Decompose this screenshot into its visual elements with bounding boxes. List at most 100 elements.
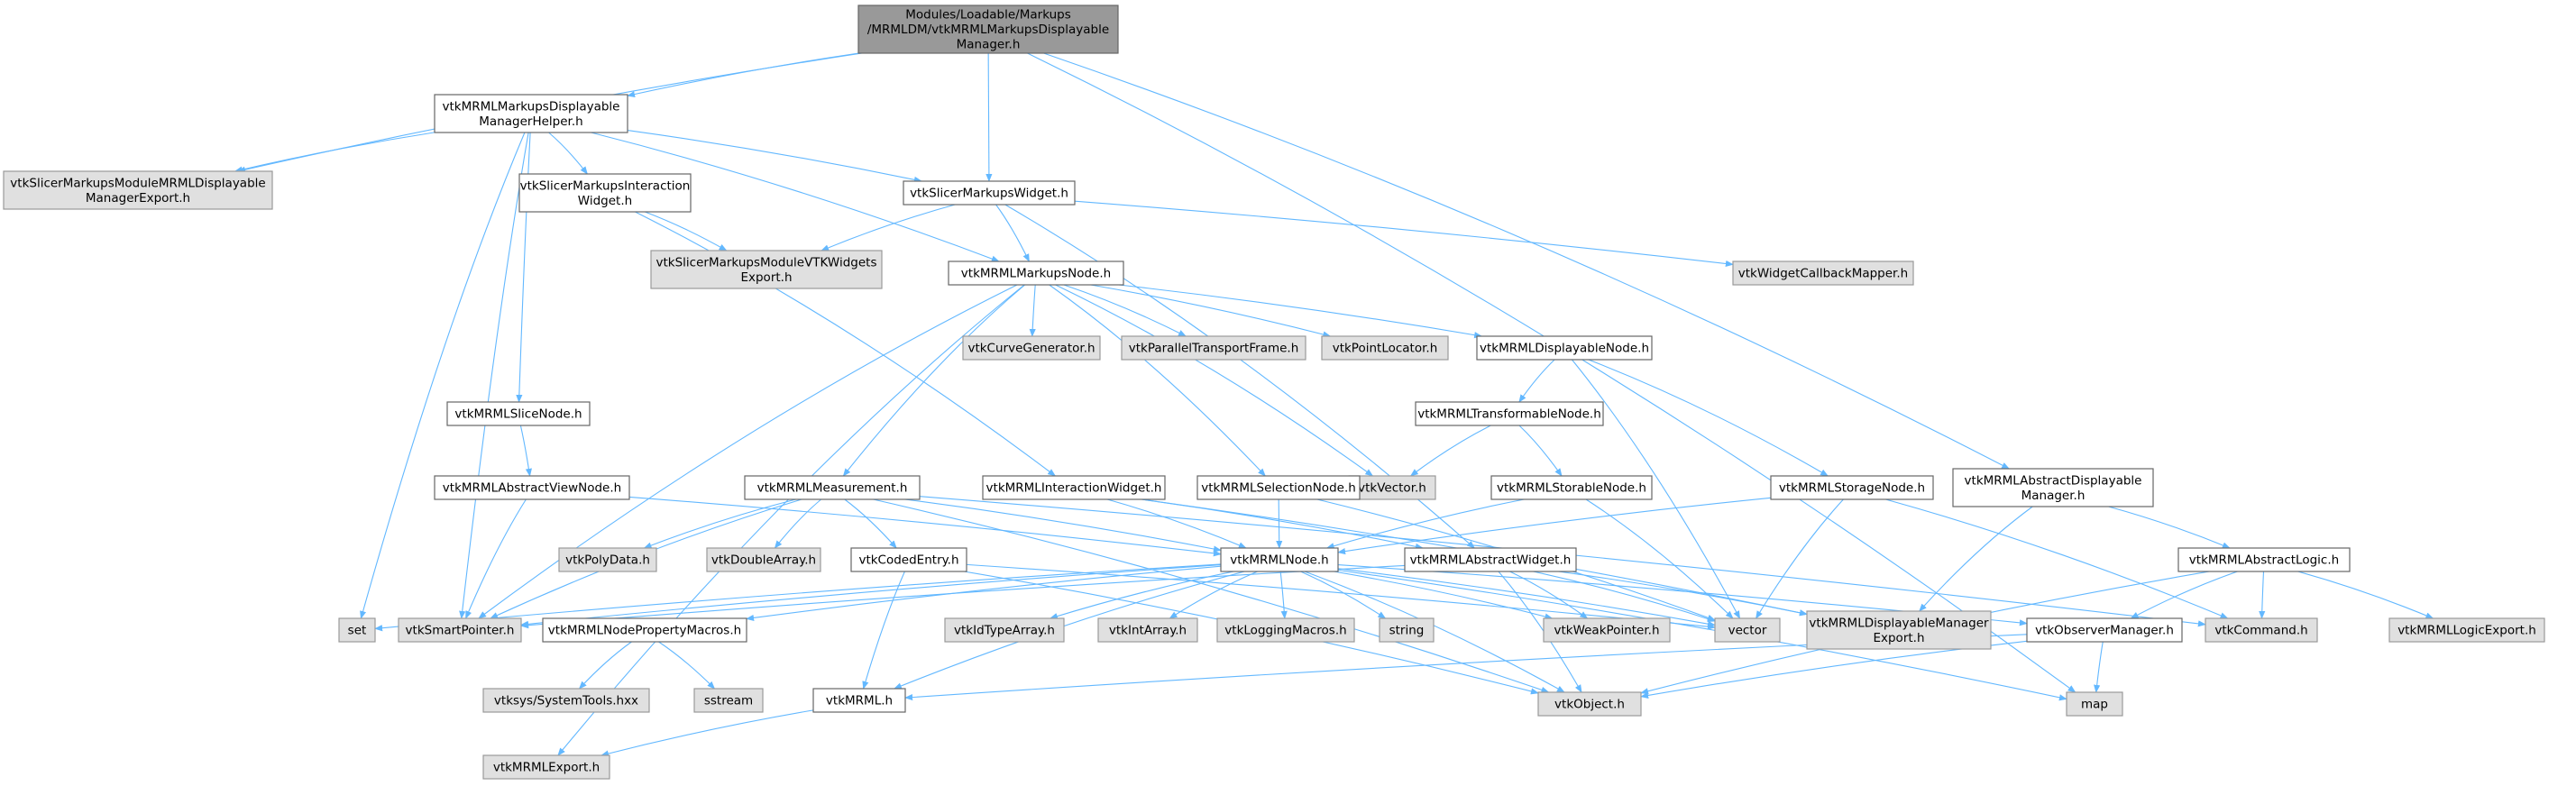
node-label: vtkCodedEntry.h [858,553,958,568]
edge-displayable-node-to-storage-node [1588,359,1829,477]
edge-abstract-widget-to-dm-export [1558,571,1808,617]
node-box [1415,401,1604,426]
node-label: vtkMRMLSliceNode.h [454,407,582,422]
node-box [2388,617,2545,643]
edge-transformable-node-to-vtk-vector [1409,425,1491,477]
edge-measurement-to-mrml-node [904,498,1222,553]
node-label: vtkWeakPointer.h [1554,624,1659,638]
node-set: set [338,617,376,643]
edge-root-to-helper [627,52,859,98]
node-selection-node[interactable]: vtkMRMLSelectionNode.h [1196,475,1361,500]
node-label: Modules/Loadable/Markups [905,8,1071,23]
edge-helper-to-smm-export [234,132,435,173]
node-slice-node[interactable]: vtkMRMLSliceNode.h [446,401,591,426]
edge-coded-entry-to-vector [966,563,1716,630]
edge-mrml-node-to-logging-macros [1279,571,1288,619]
edge-node-property-macros-to-system-tools [578,641,632,690]
node-mrml-node[interactable]: vtkMRMLNode.h [1220,547,1339,572]
node-system-tools: vtksys/SystemTools.hxx [482,688,650,713]
edge-markups-node-to-vtk-vector [1055,284,1374,477]
node-box [2205,617,2318,643]
node-label: Export.h [740,270,792,285]
node-label: vtkSmartPointer.h [406,624,515,638]
node-box [398,617,522,643]
node-label: vtksys/SystemTools.hxx [494,694,638,708]
node-label: vtkMRMLInteractionWidget.h [986,481,1162,496]
edge-abstract-widget-to-smart-pointer [520,564,1406,629]
node-storage-node[interactable]: vtkMRMLStorageNode.h [1770,475,1934,500]
node-box [3,170,273,210]
node-label: vtkMRMLMarkupsNode.h [961,267,1111,281]
edge-markups-widget-to-widget-callback-mapper [1074,200,1734,268]
node-sstream: sstream [693,688,764,713]
edge-abstract-displayable-manager-to-abstract-logic [2108,506,2231,549]
node-abstract-widget[interactable]: vtkMRMLAbstractWidget.h [1404,547,1577,572]
node-box [518,173,692,213]
node-label: vtkDoubleArray.h [711,553,816,568]
node-abstract-logic[interactable]: vtkMRMLAbstractLogic.h [2177,547,2351,572]
node-label: Widget.h [578,194,632,208]
node-label: vtkMRMLDisplayableManager [1809,616,1989,630]
edge-abstract-logic-to-logic-export [2297,571,2434,619]
node-box [1490,475,1653,500]
node-label: vtkMRMLSelectionNode.h [1201,481,1356,496]
node-node-property-macros[interactable]: vtkMRMLNodePropertyMacros.h [542,617,747,643]
node-label: vtkVector.h [1358,481,1426,496]
edge-markups-node-to-curve-generator [1029,284,1036,337]
node-box [1952,468,2154,507]
node-label: vtkMRMLExport.h [493,761,600,775]
node-label: vtkMRMLAbstractViewNode.h [443,481,621,496]
node-storable-node[interactable]: vtkMRMLStorableNode.h [1490,475,1653,500]
node-box [1806,610,1992,650]
edge-abstract-logic-to-vtk-command [2259,571,2266,619]
node-label: vtkMRMLAbstractDisplayable [1965,473,2142,488]
edge-markups-node-to-smart-pointer [478,284,1018,619]
node-box [434,94,628,133]
edge-abstract-displayable-manager-to-dm-export [1919,506,2033,612]
node-label: vtkCommand.h [2214,624,2307,638]
node-transformable-node[interactable]: vtkMRMLTransformableNode.h [1415,401,1604,426]
node-abstract-view-node[interactable]: vtkMRMLAbstractViewNode.h [434,475,630,500]
edge-abstract-view-node-to-mrml-node [628,496,1222,557]
edge-markups-node-to-displayable-node [1118,284,1483,339]
node-label: vtkMRMLMarkupsDisplayable [443,99,620,114]
edge-abstract-view-node-to-smart-pointer [465,498,527,619]
node-observer-manager[interactable]: vtkObserverManager.h [2026,617,2183,643]
edge-storage-node-to-mrml-node [1337,497,1772,555]
edge-node-property-macros-to-sstream [658,641,716,690]
node-markups-node[interactable]: vtkMRMLMarkupsNode.h [948,260,1124,286]
node-label: vtkSlicerMarkupsWidget.h [910,187,1068,201]
edge-mrml-node-to-string [1300,571,1387,619]
node-interaction-widget[interactable]: vtkMRMLInteractionWidget.h [982,475,1166,500]
node-box [434,475,630,500]
node-label: vtkPolyData.h [565,553,650,568]
node-box [2066,691,2123,717]
node-id-type-array: vtkIdTypeArray.h [944,617,1065,643]
node-coded-entry[interactable]: vtkCodedEntry.h [850,547,967,572]
edge-helper-to-interaction-widget-slicer [548,132,588,175]
node-label: vtkMRMLStorableNode.h [1497,481,1646,496]
edge-interaction-widget-slicer-to-interaction-widget [635,211,1057,477]
node-box [693,688,764,713]
node-box [903,180,1076,206]
edge-abstract-widget-to-vector [1533,571,1716,623]
node-box [338,617,376,643]
node-box [1348,475,1436,500]
node-box [1770,475,1934,500]
node-box [948,260,1124,286]
node-label: string [1389,624,1425,638]
node-displayable-node[interactable]: vtkMRMLDisplayableNode.h [1476,335,1653,361]
edge-abstract-logic-to-observer-manager [2130,571,2238,619]
node-markups-widget[interactable]: vtkSlicerMarkupsWidget.h [903,180,1076,206]
node-box [982,475,1166,500]
node-label: vtkMRMLLogicExport.h [2397,624,2536,638]
node-vtk-mrml[interactable]: vtkMRML.h [812,688,906,713]
node-box [1216,617,1355,643]
edge-storable-node-to-mrml-node [1325,498,1525,550]
node-measurement[interactable]: vtkMRMLMeasurement.h [744,475,921,500]
edge-observer-manager-to-map [2094,641,2104,693]
node-root[interactable]: Modules/Loadable/Markups/MRMLDM/vtkMRMLM… [857,5,1119,54]
